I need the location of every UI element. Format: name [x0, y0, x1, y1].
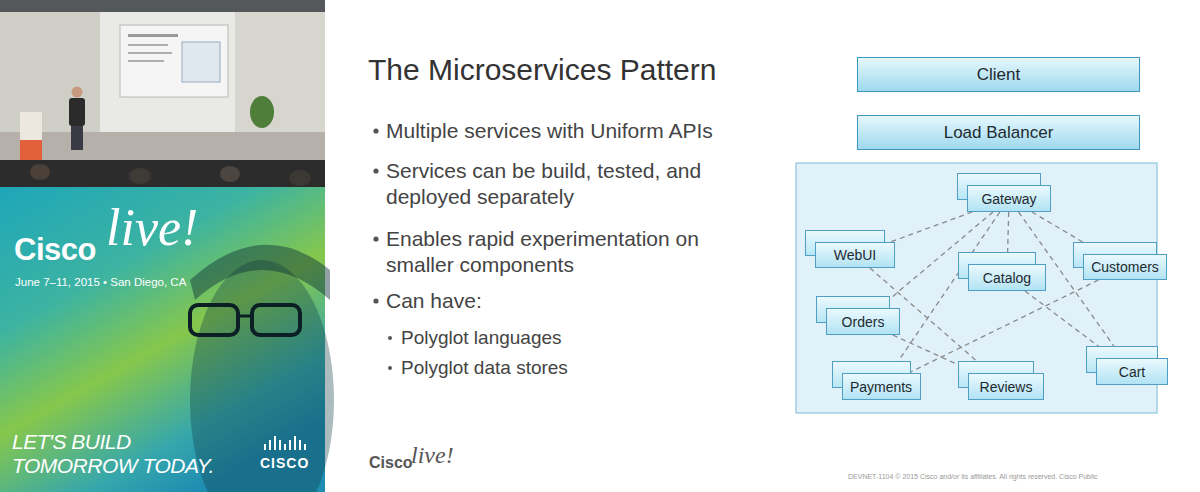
- sub-bullet-text: Polyglot languages: [401, 326, 562, 350]
- event-logo-text: Cisco: [14, 232, 96, 268]
- footer-logo-script: live!: [411, 442, 454, 469]
- service-box: Cart: [1096, 358, 1168, 385]
- service-box: Orders: [826, 308, 900, 335]
- slide-title: The Microservices Pattern: [368, 53, 716, 87]
- service-box: Catalog: [968, 264, 1046, 291]
- event-branding-panel: [0, 187, 334, 492]
- service-box: Gateway: [967, 185, 1051, 212]
- service-label: Catalog: [983, 270, 1031, 286]
- service-label: Gateway: [981, 191, 1036, 207]
- service-label: Customers: [1091, 259, 1159, 275]
- service-label: Reviews: [980, 379, 1033, 395]
- tier-label: Client: [977, 65, 1020, 85]
- bullet-text: Can have:: [386, 288, 482, 314]
- tier-bar: Client: [857, 57, 1140, 92]
- bullet-text: Enables rapid experimentation on smaller…: [386, 226, 771, 278]
- bullet-text: Multiple services with Uniform APIs: [386, 118, 796, 144]
- service-box: Reviews: [968, 373, 1044, 400]
- service-label: WebUI: [834, 247, 877, 263]
- service-box: Customers: [1083, 254, 1167, 280]
- speaker-video: [0, 0, 325, 187]
- service-box: Payments: [842, 373, 921, 400]
- dashed-connector: [890, 212, 1000, 373]
- bullet-text: Services can be build, tested, and deplo…: [386, 158, 771, 210]
- event-logo-script: live!: [106, 198, 198, 257]
- tier-label: Load Balancer: [944, 123, 1054, 143]
- cisco-wordmark: CISCO: [260, 455, 309, 471]
- footer-logo-text: Cisco: [369, 454, 413, 472]
- service-label: Payments: [850, 379, 912, 395]
- service-label: Cart: [1119, 364, 1145, 380]
- tier-bar: Load Balancer: [857, 115, 1140, 150]
- dashed-connector: [890, 212, 972, 242]
- sub-bullet-text: Polyglot data stores: [401, 356, 568, 380]
- footer-copyright: DEVNET-1104 © 2015 Cisco and/or its affi…: [848, 473, 1098, 480]
- service-label: Orders: [842, 314, 885, 330]
- event-dates: June 7–11, 2015 • San Diego, CA: [15, 276, 186, 288]
- event-slogan: LET'S BUILD TOMORROW TODAY.: [12, 430, 217, 478]
- service-box: WebUI: [815, 242, 895, 268]
- dashed-connector: [909, 280, 1099, 373]
